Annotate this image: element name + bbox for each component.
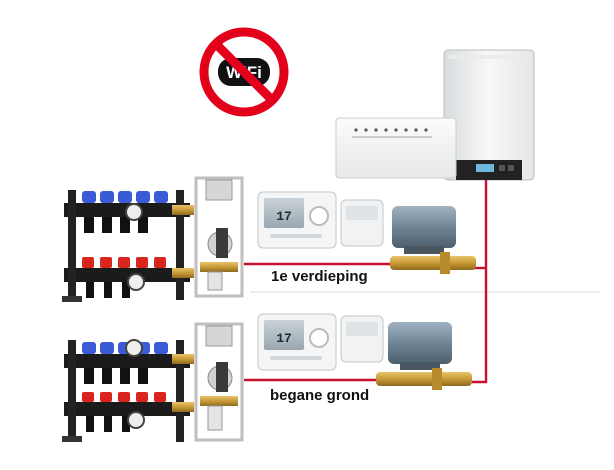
boiler-icon — [443, 49, 535, 181]
room-thermostat-icon: 17 — [257, 313, 337, 371]
red-pipe-network — [244, 180, 488, 384]
pump-icon — [194, 322, 244, 442]
room-thermostat-icon: 17 — [257, 191, 337, 249]
zone-valve-icon — [390, 206, 476, 274]
receiver-hub-icon — [335, 117, 457, 179]
svg-text:17: 17 — [276, 331, 292, 346]
manifold-group-ground-floor — [62, 322, 244, 442]
zone-valve-icon — [376, 322, 472, 390]
room-sensor-icon — [340, 315, 384, 363]
manifold-group-first-floor — [62, 176, 244, 302]
floor-label-ground-floor: begane grond — [270, 387, 370, 404]
no-wifi-icon: WiFi — [199, 27, 289, 117]
pump-icon — [194, 176, 244, 298]
manifold-icon — [62, 190, 194, 302]
manifold-icon — [62, 339, 194, 442]
floor-label-first-floor: 1e verdieping — [271, 268, 368, 285]
room-sensor-icon — [340, 199, 384, 247]
svg-text:17: 17 — [276, 209, 292, 224]
